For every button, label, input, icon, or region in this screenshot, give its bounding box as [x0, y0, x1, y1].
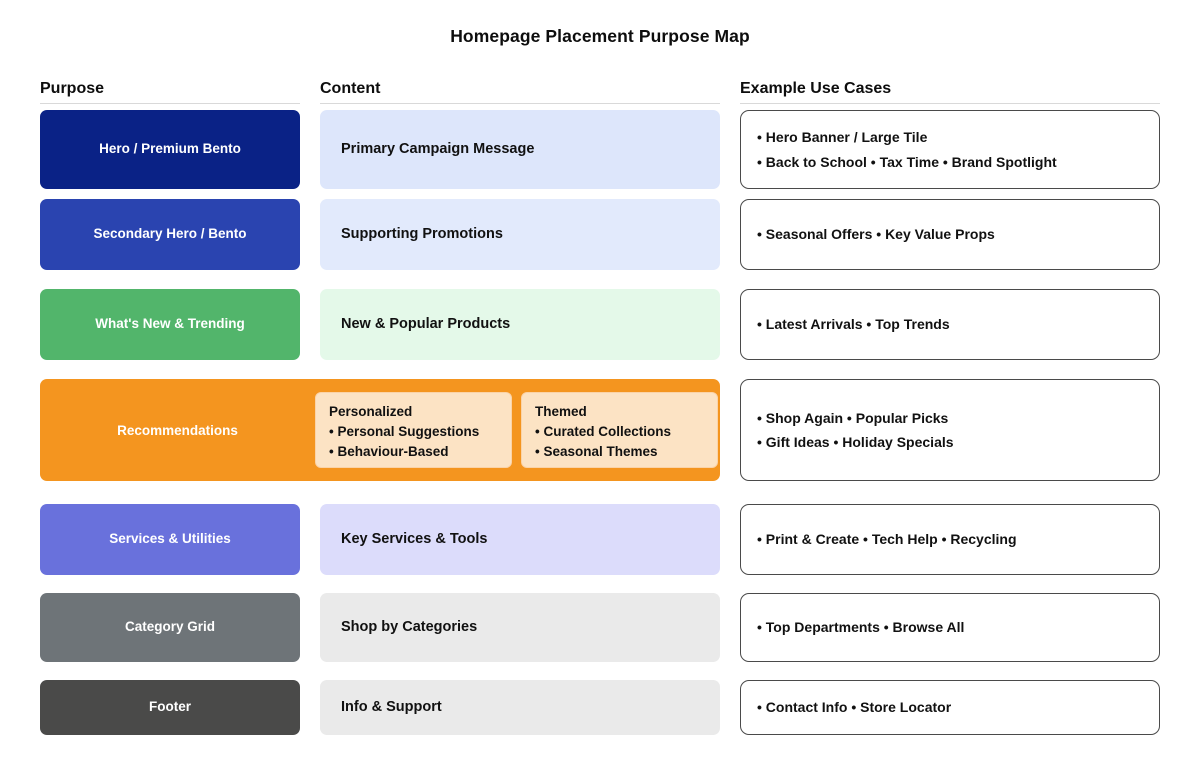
use-cases-block-category-grid[interactable]: • Top Departments • Browse All: [740, 593, 1160, 662]
purpose-label: Category Grid: [124, 619, 216, 635]
use-case-line: • Seasonal Offers • Key Value Props: [757, 226, 995, 243]
use-case-line: • Top Departments • Browse All: [757, 619, 965, 636]
purpose-label: Recommendations: [117, 422, 238, 438]
column-header-purpose: Purpose: [40, 80, 105, 97]
purpose-label: Services & Utilities: [109, 531, 231, 547]
use-cases-block-secondary-hero[interactable]: • Seasonal Offers • Key Value Props: [740, 199, 1160, 270]
use-case-line: • Shop Again • Popular Picks: [757, 409, 949, 426]
subcard-line: • Curated Collections: [535, 424, 671, 440]
content-label: Shop by Categories: [341, 619, 478, 636]
use-case-line: • Contact Info • Store Locator: [757, 699, 952, 716]
use-cases-block-footer[interactable]: • Contact Info • Store Locator: [740, 680, 1160, 735]
use-cases-block-hero[interactable]: • Hero Banner / Large Tile • Back to Sch…: [740, 110, 1160, 189]
purpose-block-hero[interactable]: Hero / Premium Bento: [40, 110, 300, 189]
header-rule-content: [320, 103, 720, 104]
content-label: Info & Support: [341, 699, 442, 716]
subcard-line: • Personal Suggestions: [329, 424, 480, 440]
purpose-block-services[interactable]: Services & Utilities: [40, 504, 300, 575]
content-label: Key Services & Tools: [341, 531, 488, 548]
use-cases-block-whats-new[interactable]: • Latest Arrivals • Top Trends: [740, 289, 1160, 360]
content-block-secondary-hero[interactable]: Supporting Promotions: [320, 199, 720, 270]
use-case-line: • Latest Arrivals • Top Trends: [757, 316, 950, 333]
purpose-block-footer[interactable]: Footer: [40, 680, 300, 735]
use-cases-block-recommendations[interactable]: • Shop Again • Popular Picks • Gift Idea…: [740, 379, 1160, 481]
purpose-label: Secondary Hero / Bento: [93, 226, 247, 242]
subcard-title: Themed: [535, 404, 587, 419]
content-block-services[interactable]: Key Services & Tools: [320, 504, 720, 575]
purpose-block-whats-new[interactable]: What's New & Trending: [40, 289, 300, 360]
purpose-block-category-grid[interactable]: Category Grid: [40, 593, 300, 662]
use-case-line: • Hero Banner / Large Tile: [757, 129, 928, 146]
purpose-label: Footer: [149, 699, 191, 715]
use-case-line: • Gift Ideas • Holiday Specials: [757, 434, 954, 450]
content-label: New & Popular Products: [341, 316, 511, 333]
use-cases-block-services[interactable]: • Print & Create • Tech Help • Recycling: [740, 504, 1160, 575]
purpose-block-secondary-hero[interactable]: Secondary Hero / Bento: [40, 199, 300, 270]
purpose-label: What's New & Trending: [95, 316, 245, 332]
subcard-line: • Behaviour-Based: [329, 443, 449, 459]
recommendation-subcard-themed[interactable]: Themed • Curated Collections • Seasonal …: [521, 392, 718, 468]
purpose-block-recommendations[interactable]: Recommendations Personalized • Personal …: [40, 379, 720, 481]
content-block-footer[interactable]: Info & Support: [320, 680, 720, 735]
content-block-hero[interactable]: Primary Campaign Message: [320, 110, 720, 189]
use-case-line: • Print & Create • Tech Help • Recycling: [757, 531, 1017, 548]
header-rule-purpose: [40, 103, 300, 104]
subcard-line: • Seasonal Themes: [535, 443, 658, 459]
content-block-category-grid[interactable]: Shop by Categories: [320, 593, 720, 662]
subcard-title: Personalized: [329, 404, 413, 419]
recommendation-subcard-personalized[interactable]: Personalized • Personal Suggestions • Be…: [315, 392, 512, 468]
column-header-use-cases: Example Use Cases: [740, 80, 892, 97]
column-header-content: Content: [320, 80, 381, 97]
content-label: Primary Campaign Message: [341, 141, 535, 158]
content-block-whats-new[interactable]: New & Popular Products: [320, 289, 720, 360]
content-label: Supporting Promotions: [341, 226, 503, 243]
use-case-line: • Back to School • Tax Time • Brand Spot…: [757, 153, 1057, 170]
page-title: Homepage Placement Purpose Map: [450, 26, 750, 46]
purpose-label: Hero / Premium Bento: [99, 141, 241, 157]
header-rule-use-cases: [740, 103, 1160, 104]
